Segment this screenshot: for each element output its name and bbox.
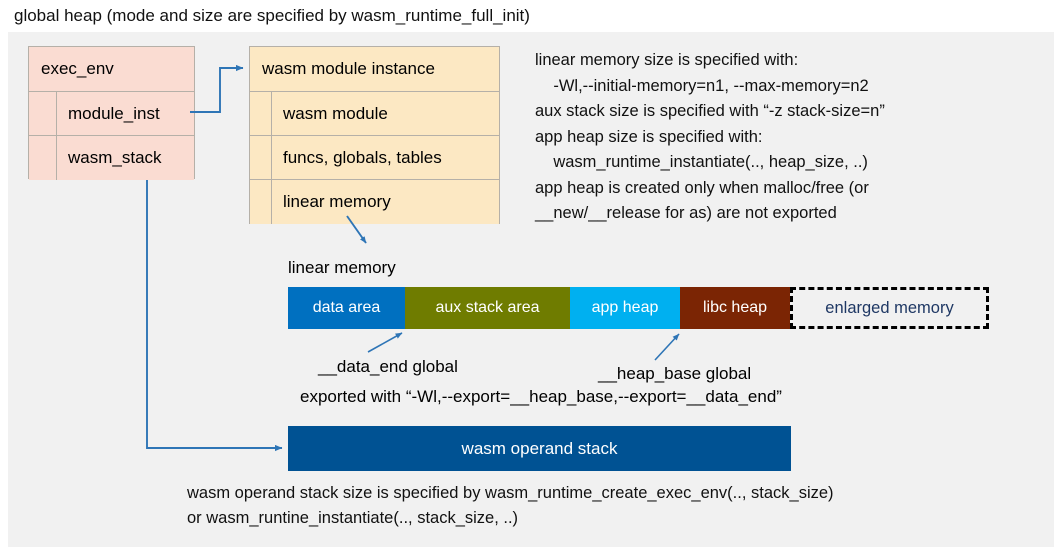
exec-env-field-module-inst: module_inst	[29, 92, 194, 136]
module-instance-field-funcs-globals-tables: funcs, globals, tables	[250, 136, 499, 180]
heap-base-global-label: __heap_base global	[598, 364, 752, 383]
exec-env-field-label: module_inst	[68, 103, 160, 123]
module-instance-field-label: funcs, globals, tables	[283, 147, 442, 167]
exec-env-gutter	[29, 92, 57, 135]
exported-with-label: exported with “-Wl,--export=__heap_base,…	[300, 387, 782, 406]
wasm-module-instance-box: wasm module instance wasm module funcs, …	[249, 46, 500, 224]
module-instance-header: wasm module instance	[250, 47, 499, 92]
memory-segment-app-heap: app heap	[570, 287, 680, 329]
exec-env-gutter	[29, 136, 57, 180]
wasm-operand-stack-box: wasm operand stack	[288, 426, 791, 471]
module-instance-gutter	[250, 92, 272, 135]
exec-env-field-label: wasm_stack	[68, 148, 162, 167]
exec-env-header: exec_env	[29, 47, 194, 92]
exec-env-box: exec_env module_inst wasm_stack	[28, 46, 195, 180]
memory-segment-libc-heap: libc heap	[680, 287, 790, 329]
operand-stack-note: wasm operand stack size is specified by …	[187, 484, 834, 527]
linear-memory-bar: data area aux stack area app heap libc h…	[288, 287, 989, 329]
exec-env-field-wasm-stack: wasm_stack	[29, 136, 194, 180]
memory-segment-aux-stack-area: aux stack area	[405, 287, 570, 329]
module-instance-field-wasm-module: wasm module	[250, 92, 499, 136]
linear-memory-caption: linear memory	[288, 258, 396, 277]
module-instance-field-label: wasm module	[283, 103, 388, 123]
page-title: global heap (mode and size are specified…	[14, 6, 530, 25]
memory-config-notes: linear memory size is specified with: -W…	[535, 51, 885, 222]
module-instance-field-linear-memory: linear memory	[250, 180, 499, 224]
memory-segment-data-area: data area	[288, 287, 405, 329]
memory-segment-enlarged-memory: enlarged memory	[790, 287, 989, 329]
module-instance-gutter	[250, 180, 272, 224]
module-instance-field-label: linear memory	[283, 192, 391, 211]
data-end-global-label: __data_end global	[318, 357, 458, 376]
module-instance-gutter	[250, 136, 272, 179]
